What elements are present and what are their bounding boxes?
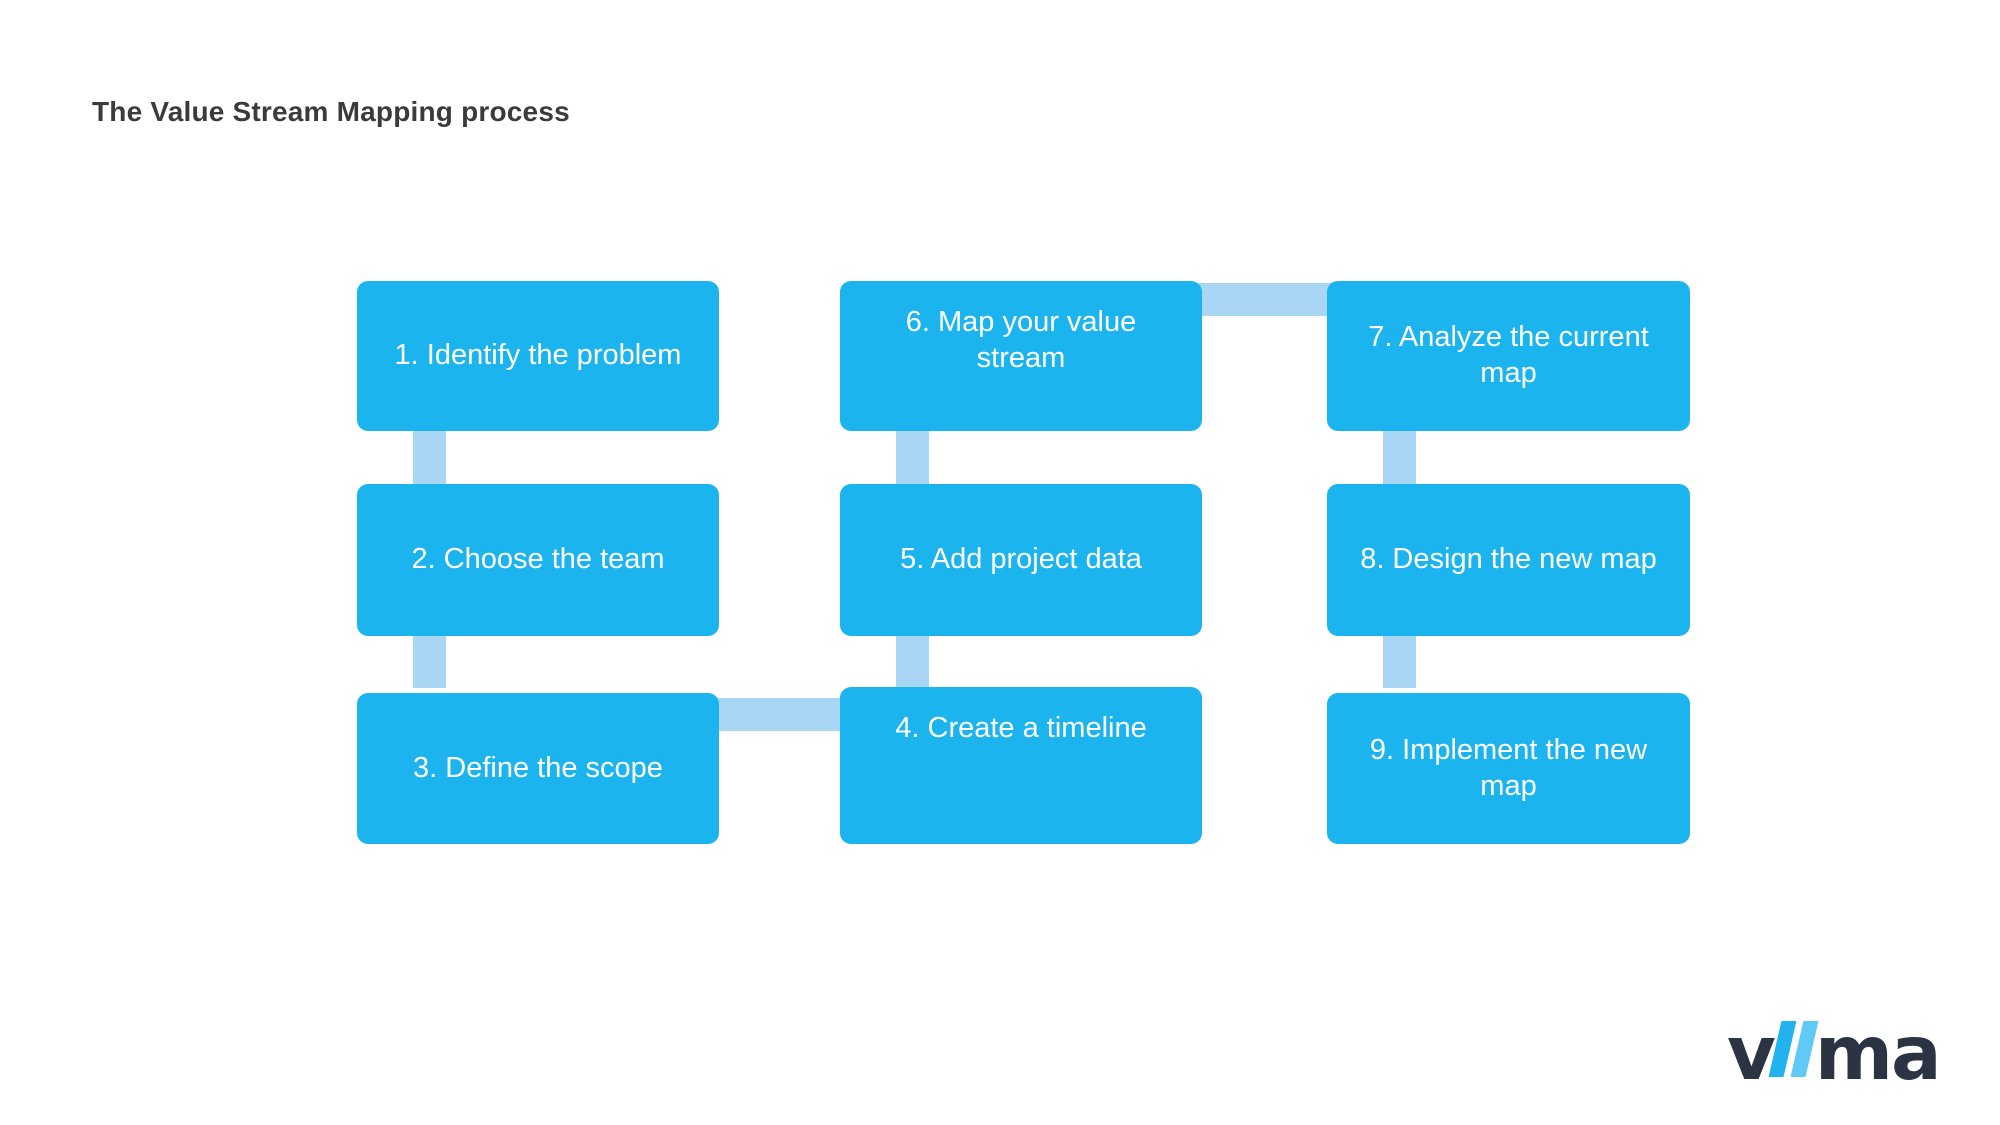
step-box-4[interactable]: 4. Create a timeline [840, 687, 1202, 844]
logo-text-before: v [1727, 1009, 1776, 1097]
step-box-9[interactable]: 9. Implement the new map [1327, 693, 1690, 844]
viima-logo: v ma [1727, 1009, 1942, 1097]
step-box-7[interactable]: 7. Analyze the current map [1327, 281, 1690, 431]
step-box-2[interactable]: 2. Choose the team [357, 484, 719, 636]
logo-slash-icon [1768, 1021, 1819, 1077]
step-label-9: 9. Implement the new map [1369, 733, 1648, 802]
step-label-8: 8. Design the new map [1360, 543, 1657, 576]
step-box-1[interactable]: 1. Identify the problem [357, 281, 719, 431]
connector-step1-step2 [413, 429, 446, 485]
step-label-3: 3. Define the scope [413, 751, 663, 784]
step-label-2: 2. Choose the team [411, 543, 665, 576]
connector-step8-step9 [1383, 632, 1416, 688]
step-label-7: 7. Analyze the current map [1368, 321, 1649, 389]
logo-text-after: ma [1814, 1009, 1942, 1097]
step-box-5[interactable]: 5. Add project data [840, 484, 1202, 636]
step-box-8[interactable]: 8. Design the new map [1327, 484, 1690, 636]
step-box-6[interactable]: 6. Map your value stream [840, 281, 1202, 431]
connector-step5-step6 [896, 429, 929, 485]
step-label-5: 5. Add project data [900, 543, 1142, 576]
step-label-1: 1. Identify the problem [394, 339, 682, 372]
connector-step2-step3 [413, 632, 446, 688]
step-label-4: 4. Create a timeline [895, 712, 1147, 744]
connector-step4-step5 [896, 632, 929, 688]
connector-step3-step4 [716, 698, 846, 731]
step-box-3[interactable]: 3. Define the scope [357, 693, 719, 844]
page-title: The Value Stream Mapping process [92, 96, 570, 127]
connector-step6-step7 [1197, 283, 1333, 316]
connector-step7-step8 [1383, 429, 1416, 485]
step-label-6: 6. Map your value stream [905, 306, 1137, 374]
